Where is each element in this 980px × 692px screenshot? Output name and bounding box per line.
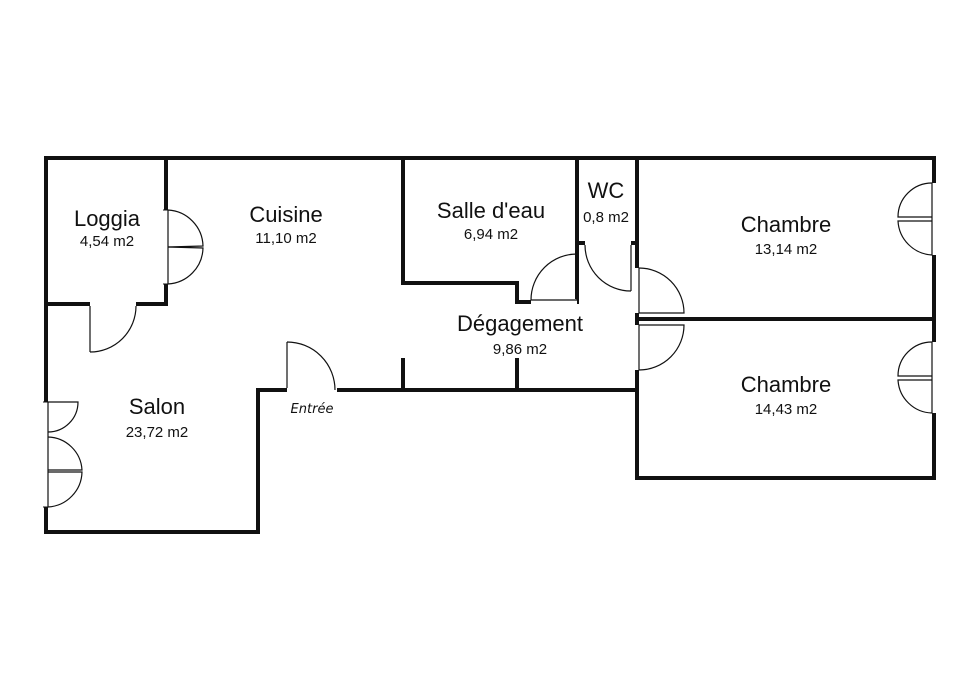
room-name-loggia: Loggia [74,206,141,231]
room-name-chambre-1: Chambre [741,212,831,237]
room-area-chambre-2: 14,43 m2 [755,401,818,418]
room-name-salon: Salon [129,394,185,419]
room-area-salle-deau: 6,94 m2 [464,226,518,243]
room-area-wc: 0,8 m2 [583,209,629,226]
doors [43,182,933,508]
door-chambre2 [638,324,685,371]
room-name-chambre-2: Chambre [741,372,831,397]
room-area-degagement: 9,86 m2 [493,341,547,358]
window-chambre1 [897,182,933,256]
room-area-loggia: 4,54 m2 [80,233,134,250]
door-loggia-salon [89,305,137,353]
door-sde [530,253,578,301]
window-salon [43,401,83,508]
room-area-chambre-1: 13,14 m2 [755,241,818,258]
room-name-wc: WC [588,178,625,203]
room-area-cuisine: 11,10 m2 [255,230,316,247]
room-area-salon: 23,72 m2 [126,424,189,441]
door-entry [286,341,336,391]
window-chambre2 [897,341,933,414]
room-name-cuisine: Cuisine [249,202,322,227]
room-labels: Loggia 4,54 m2 Cuisine 11,10 m2 Salle d'… [74,178,831,441]
entry-label: Entrée [291,402,334,417]
door-cuisine-loggia [163,209,204,285]
wall-openings [43,183,937,507]
room-name-salle-deau: Salle d'eau [437,198,545,223]
room-name-degagement: Dégagement [457,311,583,336]
door-wc [584,244,632,292]
door-chambre1 [638,267,685,314]
